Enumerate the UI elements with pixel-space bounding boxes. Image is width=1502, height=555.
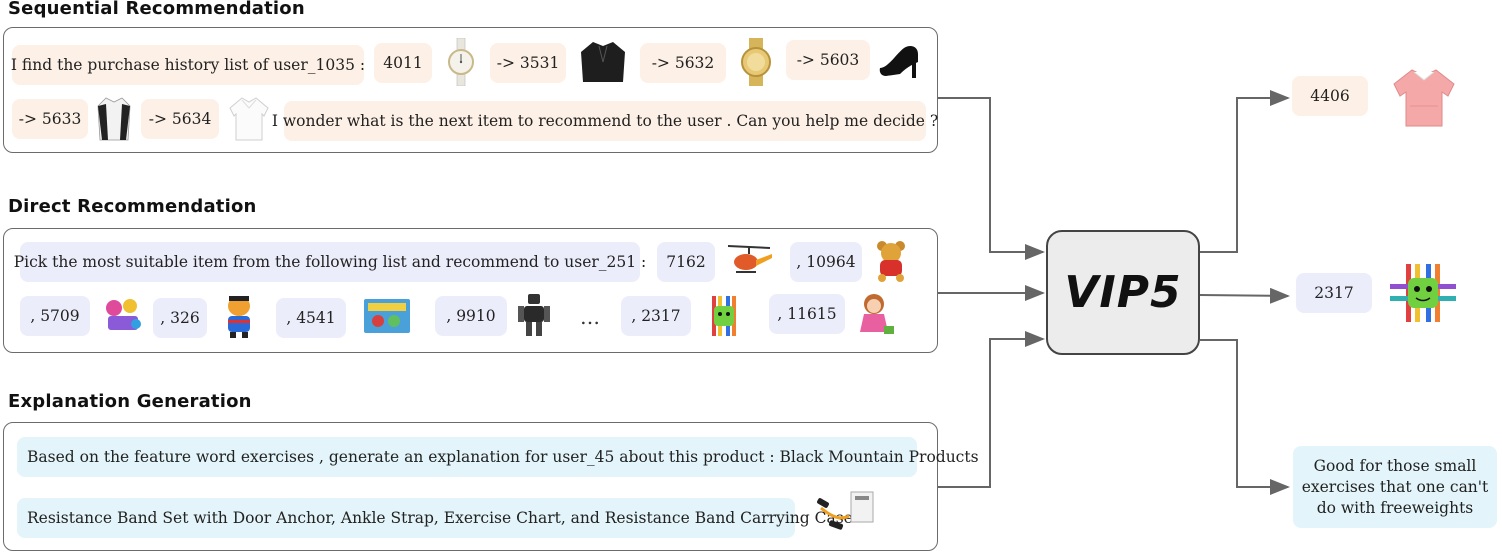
resistance-band-icon (817, 491, 874, 530)
direct-item-chip: , 11615 (769, 294, 845, 334)
sequential-output-item: 4406 (1292, 76, 1368, 116)
explanation-output-text: Good for those small exercises that one … (1293, 446, 1497, 528)
sequential-item-chip: 4011 (374, 43, 432, 83)
direct-prompt: Pick the most suitable item from the fol… (14, 242, 646, 282)
sequential-title: Sequential Recommendation (8, 0, 305, 19)
explanation-title: Explanation Generation (8, 391, 252, 412)
model-name: VIP5 (1064, 267, 1182, 318)
arrow-model-to-sequential-output (1200, 90, 1290, 253)
sequential-prompt-end: I wonder what is the next item to recomm… (272, 101, 938, 141)
watch-gold-icon (741, 38, 771, 86)
board-game-box-icon (364, 299, 410, 333)
toy-playset-icon (106, 299, 141, 330)
sequential-item-chip: -> 5603 (786, 40, 870, 80)
direct-item-chip: , 326 (153, 298, 207, 338)
high-heel-shoe-icon (879, 46, 918, 78)
arrow-model-to-explanation-output (1200, 339, 1290, 495)
arrow-model-to-direct-output (1199, 287, 1290, 304)
colorful-toy-icon (712, 296, 736, 336)
black-jacket-icon (581, 42, 625, 82)
direct-item-chip: , 5709 (20, 296, 90, 336)
watch-silver-icon (448, 38, 474, 86)
white-blouse-icon (229, 97, 269, 141)
direct-title: Direct Recommendation (8, 196, 257, 217)
sequential-prompt-start: I find the purchase history list of user… (11, 45, 365, 85)
sequential-item-chip: -> 5633 (12, 99, 88, 139)
pink-blouse-icon (1393, 69, 1455, 127)
sequential-item-chip: -> 3531 (490, 43, 566, 83)
ellipsis: … (580, 305, 600, 329)
direct-item-chip: , 9910 (435, 296, 507, 336)
explanation-prompt-line1: Based on the feature word exercises , ge… (17, 437, 979, 477)
puppet-doll-icon (228, 296, 250, 338)
direct-item-chip: , 10964 (790, 242, 862, 282)
vip5-model-box: VIP5 (1046, 230, 1200, 355)
direct-item-chip: 7162 (657, 242, 715, 282)
arrow-explanation-to-model (938, 331, 1045, 488)
sequential-item-chip: -> 5632 (640, 43, 726, 83)
direct-output-item: 2317 (1296, 273, 1372, 313)
robot-toy-icon (518, 294, 550, 336)
black-white-coat-icon (97, 97, 131, 141)
direct-item-chip: , 4541 (276, 298, 346, 338)
teddy-bear-icon (877, 241, 905, 282)
direct-item-chip: , 2317 (621, 296, 691, 336)
arrow-sequential-to-model (938, 97, 1045, 260)
explanation-prompt-line2: Resistance Band Set with Door Anchor, An… (17, 498, 853, 538)
colorful-toy-output-icon (1390, 264, 1456, 322)
helicopter-icon (727, 245, 772, 273)
girl-doll-icon (860, 294, 894, 334)
sequential-item-chip: -> 5634 (141, 99, 219, 139)
